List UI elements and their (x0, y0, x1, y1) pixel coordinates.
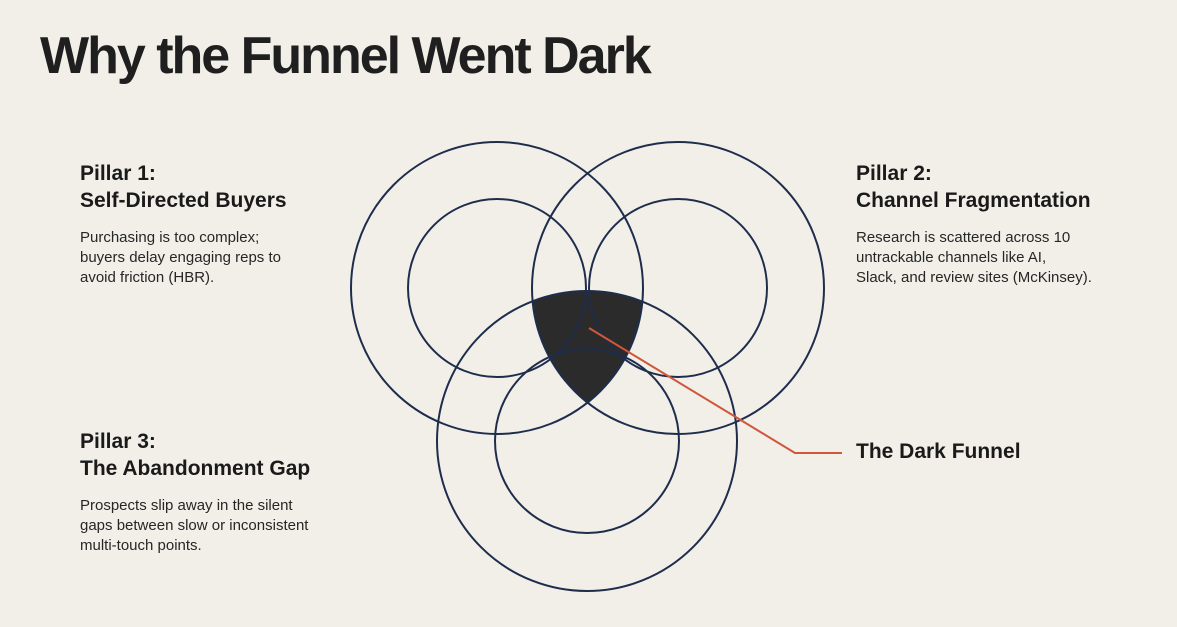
pillar-channel-fragmentation: Pillar 2: Channel Fragmentation Research… (856, 160, 1156, 288)
pillar-label: Pillar 2: (856, 162, 932, 185)
pillar-name: Channel Fragmentation (856, 189, 1091, 212)
pillar-1-outer-circle (350, 141, 644, 435)
pillar-3-outer-circle (436, 290, 738, 592)
pillar-label: Pillar 3: (80, 430, 156, 453)
pillar-label: Pillar 1: (80, 162, 156, 185)
pillar-description: Purchasing is too complex; buyers delay … (80, 229, 281, 286)
pillar-1-inner-circle (407, 198, 587, 378)
dark-funnel-callout-line (588, 327, 842, 454)
pillar-self-directed-buyers: Pillar 1: Self-Directed Buyers Purchasin… (80, 160, 340, 288)
pillar-heading: Pillar 2: Channel Fragmentation (856, 160, 1156, 214)
pillar-heading: Pillar 1: Self-Directed Buyers (80, 160, 340, 214)
pillar-heading: Pillar 3: The Abandonment Gap (80, 428, 370, 482)
pillar-3-inner-circle (494, 348, 680, 534)
pillar-description: Prospects slip away in the silent gaps b… (80, 497, 309, 554)
dark-funnel-region (532, 291, 643, 434)
pillar-abandonment-gap: Pillar 3: The Abandonment Gap Prospects … (80, 428, 370, 556)
pillar-description: Research is scattered across 10 untracka… (856, 229, 1092, 286)
page-title: Why the Funnel Went Dark (40, 27, 652, 85)
pillar-2-inner-circle (588, 198, 768, 378)
pillar-name: The Abandonment Gap (80, 457, 311, 480)
pillar-name: Self-Directed Buyers (80, 189, 287, 212)
dark-funnel-fill (532, 291, 643, 434)
dark-funnel-label: The Dark Funnel (856, 440, 1021, 463)
